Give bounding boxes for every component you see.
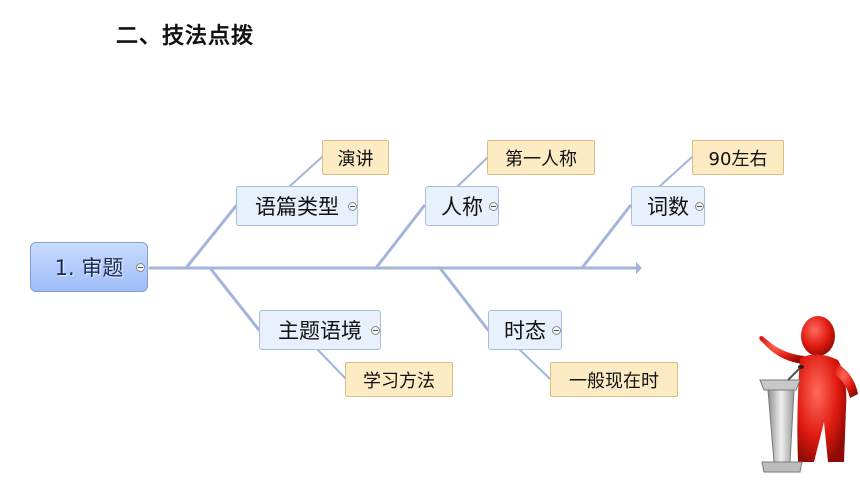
topic-word-count-label: 词数 xyxy=(647,195,689,219)
root-label: 1. 审题 xyxy=(54,256,124,280)
topic-genre-label: 语篇类型 xyxy=(255,195,339,219)
sub-branch-theme xyxy=(317,349,347,380)
topic-theme[interactable]: 主题语境 xyxy=(259,310,381,350)
sub-branch-person xyxy=(457,156,489,187)
sub-branch-genre xyxy=(289,156,323,187)
branch-theme xyxy=(208,266,261,332)
topic-theme-collapse-icon[interactable] xyxy=(371,326,380,335)
detail-theme[interactable]: 学习方法 xyxy=(345,362,453,397)
branch-person xyxy=(374,204,426,270)
detail-genre-label: 演讲 xyxy=(337,148,374,170)
detail-person[interactable]: 第一人称 xyxy=(487,140,595,175)
slide-heading: 二、技法点拨 xyxy=(116,24,255,49)
topic-word-count[interactable]: 词数 xyxy=(631,186,705,226)
root-collapse-icon[interactable] xyxy=(136,263,145,272)
detail-word-count-label: 90左右 xyxy=(708,148,768,170)
topic-person-label: 人称 xyxy=(441,195,483,219)
spine-arrow-head xyxy=(636,262,642,274)
topic-theme-label: 主题语境 xyxy=(278,319,362,343)
sub-branch-word-count xyxy=(659,156,693,187)
topic-word-count-collapse-icon[interactable] xyxy=(695,202,704,211)
topic-person[interactable]: 人称 xyxy=(425,186,499,226)
detail-person-label: 第一人称 xyxy=(505,148,577,170)
detail-word-count[interactable]: 90左右 xyxy=(692,140,784,175)
topic-person-collapse-icon[interactable] xyxy=(489,202,498,211)
detail-theme-label: 学习方法 xyxy=(363,370,435,392)
detail-genre[interactable]: 演讲 xyxy=(322,140,389,175)
branch-genre xyxy=(184,204,238,270)
speaker-podium-illustration xyxy=(759,316,858,473)
branch-word-count xyxy=(580,204,632,270)
topic-tense-collapse-icon[interactable] xyxy=(552,326,561,335)
detail-tense-label: 一般现在时 xyxy=(569,370,659,392)
topic-genre-collapse-icon[interactable] xyxy=(348,202,357,211)
root-node[interactable]: 1. 审题 xyxy=(30,242,148,292)
topic-tense[interactable]: 时态 xyxy=(488,310,562,350)
topic-genre[interactable]: 语篇类型 xyxy=(236,186,358,226)
topic-tense-label: 时态 xyxy=(504,319,546,343)
branch-tense xyxy=(438,266,490,332)
detail-tense[interactable]: 一般现在时 xyxy=(550,362,678,397)
sub-branch-tense xyxy=(519,349,551,380)
